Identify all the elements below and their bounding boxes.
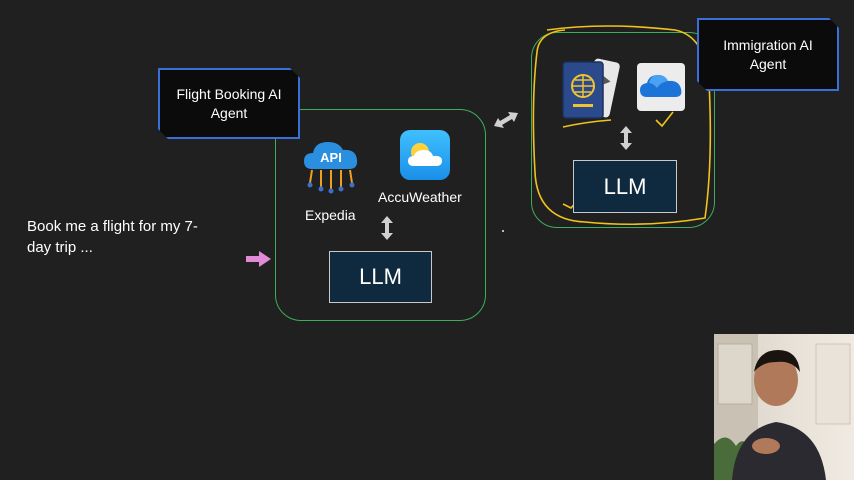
double-arrow-icon <box>381 216 393 240</box>
immigration-llm-box: LLM <box>573 160 677 213</box>
api-icon-text: API <box>320 150 342 165</box>
immigration-agent-group <box>531 32 715 228</box>
annotation-scribble <box>532 25 712 226</box>
flight-agent-tag-line-2: Agent <box>210 104 248 121</box>
onedrive-icon <box>637 63 685 111</box>
connector-arrow-icon <box>494 112 518 128</box>
expedia-label: Expedia <box>305 207 356 223</box>
presenter-webcam <box>714 334 854 480</box>
passport-ticket-icon <box>562 58 620 119</box>
accuweather-icon <box>400 130 450 180</box>
flight-llm-box: LLM <box>329 251 432 303</box>
flight-agent-tag-line-1: Flight Booking AI <box>176 85 282 102</box>
presenter-image <box>714 334 851 480</box>
user-prompt: Book me a flight for my 7- day trip ... <box>27 216 198 258</box>
immigration-agent-tag-line-2: Agent <box>749 55 787 72</box>
input-arrow-icon <box>246 251 271 267</box>
immigration-agent-tag-line-1: Immigration AI <box>723 36 813 53</box>
prompt-line-1: Book me a flight for my 7- <box>27 218 198 235</box>
immigration-agent-tag: Immigration AI Agent <box>697 18 839 91</box>
prompt-line-2: day trip ... <box>27 239 93 256</box>
flight-agent-group <box>275 109 486 321</box>
accuweather-label: AccuWeather <box>378 189 462 205</box>
flight-agent-tag: Flight Booking AI Agent <box>158 68 300 139</box>
dot-mark <box>502 230 504 232</box>
api-cloud-icon: API <box>304 142 358 194</box>
immigration-double-arrow-icon <box>620 126 632 150</box>
